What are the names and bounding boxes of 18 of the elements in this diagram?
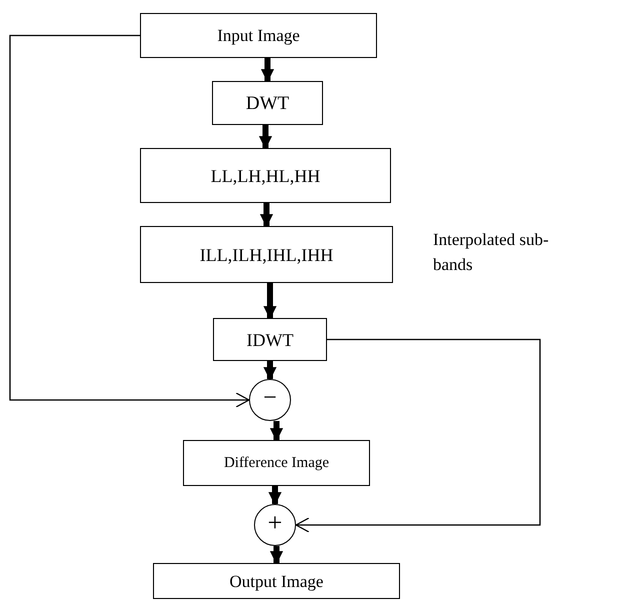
arrow — [268, 486, 282, 506]
arrow — [9, 34, 250, 408]
arrow — [263, 283, 277, 320]
arrow — [260, 58, 274, 82]
arrow — [270, 421, 284, 442]
arrow — [260, 203, 274, 228]
arrow — [270, 546, 284, 564]
annotation-text: Interpolated sub- bands — [433, 229, 550, 276]
process-box: Output Image — [153, 563, 400, 599]
arrow — [258, 125, 272, 150]
process-box: ILL,ILH,IHL,IHH — [140, 226, 393, 283]
process-box: Difference Image — [183, 440, 370, 486]
process-box: IDWT — [213, 318, 327, 361]
arrow — [295, 338, 541, 533]
process-box: DWT — [212, 81, 323, 125]
process-box: LL,LH,HL,HH — [140, 148, 391, 203]
process-box: Input Image — [140, 13, 377, 58]
arrow — [263, 361, 277, 380]
